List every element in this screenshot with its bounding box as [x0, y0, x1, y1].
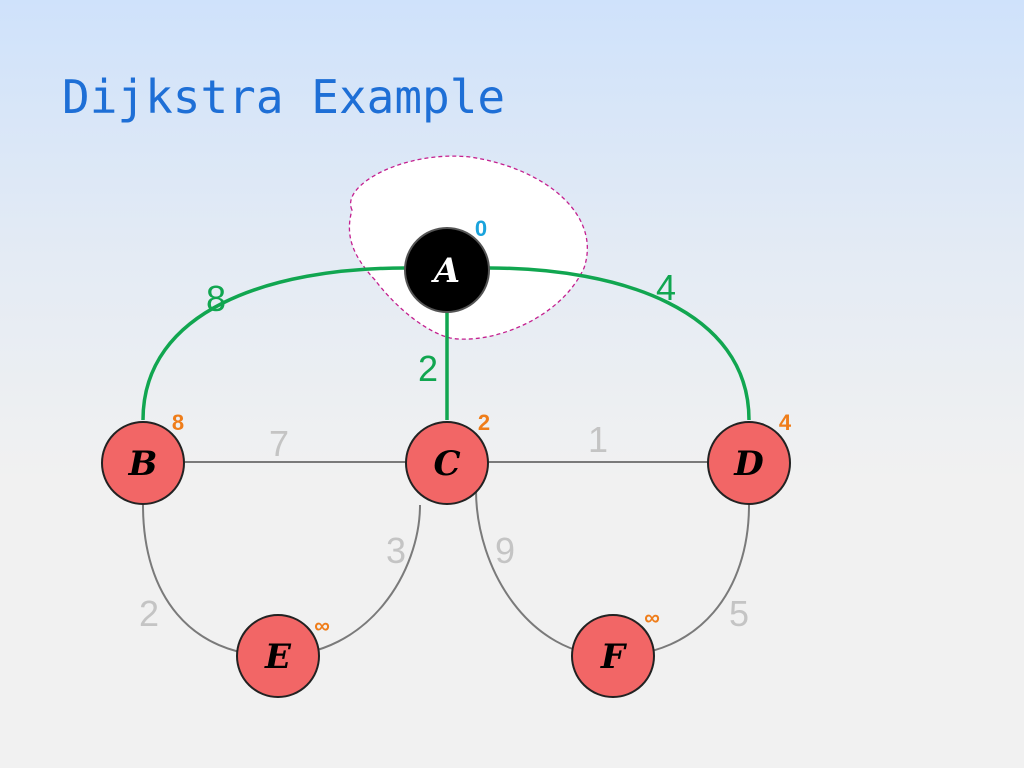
weight-ab: 8 — [206, 278, 226, 319]
weight-be: 2 — [139, 593, 159, 634]
node-b: B — [101, 421, 185, 505]
edge-ad — [488, 266, 751, 421]
node-e-label: E — [264, 637, 292, 677]
node-d: D — [707, 421, 791, 505]
weight-cf: 9 — [495, 530, 515, 571]
node-c: C — [405, 421, 489, 505]
distance-a: 0 — [475, 216, 487, 241]
node-e: E — [236, 614, 320, 698]
node-f: F — [571, 614, 655, 698]
node-a: A — [404, 227, 490, 313]
node-a-label: A — [431, 251, 460, 291]
weight-ec: 3 — [386, 530, 406, 571]
node-d-label: D — [733, 444, 764, 484]
weight-ac: 2 — [418, 348, 438, 389]
node-c-label: C — [433, 444, 460, 484]
distance-f: ∞ — [644, 605, 660, 630]
distance-c: 2 — [478, 410, 490, 435]
edge-ab — [141, 266, 406, 421]
slide-title: Dijkstra Example — [62, 70, 506, 124]
weight-ad: 4 — [656, 267, 676, 308]
weight-bc: 7 — [269, 423, 289, 464]
distance-b: 8 — [172, 410, 184, 435]
weight-cd: 1 — [588, 419, 608, 460]
distance-e: ∞ — [314, 613, 330, 638]
node-f-label: F — [600, 637, 628, 677]
weight-fd: 5 — [729, 593, 749, 634]
node-b-label: B — [128, 444, 158, 484]
distance-d: 4 — [779, 410, 792, 435]
